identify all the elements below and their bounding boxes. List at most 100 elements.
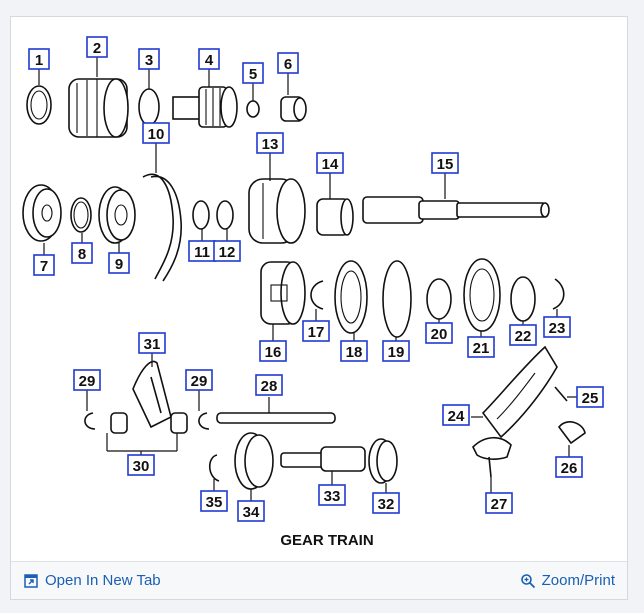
callout-29-right: 29 [185,369,213,391]
callout-29-left: 29 [73,369,101,391]
callout-14: 14 [316,152,344,174]
svg-text:13: 13 [262,136,279,153]
svg-text:9: 9 [115,256,123,273]
svg-text:15: 15 [437,156,454,173]
callout-28: 28 [255,374,283,396]
part-gear-7 [22,184,62,242]
svg-text:22: 22 [515,328,532,345]
callout-4: 4 [198,48,220,70]
part-clutch-plate-18 [334,260,368,334]
part-shaft-4 [172,86,238,128]
callout-35: 35 [200,490,228,512]
callout-21: 21 [467,336,495,358]
svg-text:3: 3 [145,52,153,69]
part-countershaft-33 [280,446,366,472]
callout-33: 33 [318,484,346,506]
part-gear-32 [368,438,398,484]
svg-text:17: 17 [308,324,325,341]
callout-13: 13 [256,132,284,154]
part-snap-ring-35 [208,454,220,482]
callout-34: 34 [237,500,265,522]
open-in-new-tab-link[interactable]: Open In New Tab [23,572,161,589]
svg-text:24: 24 [448,408,465,425]
svg-text:14: 14 [322,156,339,173]
svg-text:18: 18 [346,344,363,361]
gear-train-diagram: 1 2 3 4 5 6 7 8 9 10 11 12 13 14 15 16 1… [11,17,627,562]
callout-2: 2 [86,36,108,58]
diagram-card: 1 2 3 4 5 6 7 8 9 10 11 12 13 14 15 16 1… [10,16,628,600]
part-bracket-27 [472,436,512,478]
svg-text:28: 28 [261,378,278,395]
part-lever-26 [557,421,586,445]
svg-text:6: 6 [284,56,292,73]
svg-text:12: 12 [219,244,236,261]
callout-27: 27 [485,492,513,514]
callout-32: 32 [372,492,400,514]
svg-text:32: 32 [378,496,395,513]
svg-text:20: 20 [431,326,448,343]
callout-26: 26 [555,456,583,478]
part-bushing-30a [110,412,128,434]
svg-text:16: 16 [265,344,282,361]
part-ring-22 [510,276,536,322]
part-gear-34 [234,432,274,490]
diagram-footer: Open In New Tab Zoom/Print [11,561,627,599]
callout-19: 19 [382,340,410,362]
part-shift-rail-28 [216,412,336,424]
callout-10: 10 [142,122,170,144]
callout-11: 11 [188,240,216,262]
svg-text:7: 7 [40,258,48,275]
part-nut-6 [280,96,307,122]
part-shift-fork-31 [132,360,172,429]
open-in-new-tab-icon [23,573,39,589]
part-bearing-5 [246,100,260,118]
callout-18: 18 [340,340,368,362]
part-piston-21 [463,258,501,332]
svg-text:11: 11 [194,244,210,261]
svg-text:31: 31 [144,336,161,353]
part-bushing-30b [170,412,188,434]
part-clip-29a [84,412,96,430]
svg-text:27: 27 [491,496,508,513]
part-guide-24 [481,345,558,439]
part-pin-25 [554,386,568,402]
open-in-new-tab-label: Open In New Tab [45,572,161,589]
svg-text:29: 29 [191,373,208,390]
svg-text:5: 5 [249,66,257,83]
callout-8: 8 [71,242,93,264]
svg-text:30: 30 [133,458,150,475]
svg-text:19: 19 [388,344,405,361]
callout-20: 20 [425,322,453,344]
zoom-print-label: Zoom/Print [541,572,615,589]
callout-31: 31 [138,332,166,354]
part-clip-29b [198,412,210,430]
callout-7: 7 [33,254,55,276]
svg-text:26: 26 [561,460,578,477]
part-sprocket-9 [98,186,136,244]
callout-17: 17 [302,320,330,342]
svg-text:1: 1 [35,52,43,69]
callout-22: 22 [509,324,537,346]
part-ring-11 [192,200,210,230]
callout-15: 15 [431,152,459,174]
callout-12: 12 [213,240,241,262]
callout-1: 1 [28,48,50,70]
svg-text:25: 25 [582,390,599,407]
zoom-print-link[interactable]: Zoom/Print [520,572,615,589]
svg-text:8: 8 [78,246,86,263]
part-snap-ring-23 [552,278,565,310]
callout-5: 5 [242,62,264,84]
callout-6: 6 [277,52,299,74]
callout-30: 30 [127,454,155,476]
leader-lines [38,57,577,501]
svg-text:4: 4 [205,52,214,69]
svg-text:10: 10 [148,126,165,143]
callout-23: 23 [543,316,571,338]
part-housing-16 [260,261,306,325]
part-mainshaft-15 [362,196,550,224]
zoom-icon [520,573,536,589]
part-bearing-14 [316,198,354,236]
svg-text:23: 23 [549,320,566,337]
part-washer-3 [138,88,160,126]
callout-25: 25 [576,386,604,408]
